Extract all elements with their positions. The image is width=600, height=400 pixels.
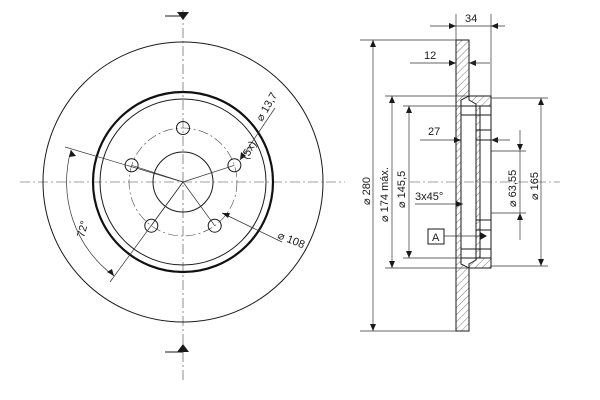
bolt-hole [207, 218, 222, 233]
outer-edge-circle [42, 41, 324, 323]
outer-diameter-label: ⌀ 280 [361, 177, 373, 205]
dim-arrow [389, 96, 395, 103]
dim-arrow [538, 98, 544, 105]
bolt-radial-line [182, 181, 215, 226]
dim-arrow [449, 60, 456, 66]
disc-thickness-label: 12 [424, 50, 436, 62]
hat-outer-diameter-label: ⌀ 145,5 [396, 171, 408, 208]
hat-depth-label: 27 [428, 126, 440, 138]
hat-diameter-label: ⌀ 165 [529, 172, 541, 200]
center-bore-diameter-label: ⌀ 63,55 [507, 170, 519, 207]
bolt-radial-line [182, 164, 235, 183]
dim-arrow [370, 40, 376, 47]
angle-arrow [69, 150, 76, 157]
dim-arrow [449, 23, 456, 29]
front-view: 72° ⌀ 13,7 (5x) ⌀ 108 [20, 10, 345, 380]
dim-arrow [538, 259, 544, 266]
dim-arrow [406, 106, 412, 113]
angle-extension-line [109, 181, 184, 283]
dim-arrow [517, 213, 523, 220]
max-diameter-label: ⌀ 174 máx. [379, 167, 391, 222]
dim-arrow [389, 261, 395, 268]
section-view: 34 12 27 3x45° A ⌀ 280 ⌀ 174 m [360, 13, 560, 332]
hat-outer-circle [99, 98, 267, 266]
bolt-hole-section [475, 219, 492, 231]
dim-arrow [406, 251, 412, 258]
angle-dimension-arc [66, 149, 115, 277]
angle-label: 72° [75, 220, 91, 239]
pitch-diameter-arrow [222, 213, 230, 218]
bolt-hole [124, 158, 139, 173]
hole-diameter-arrow [240, 152, 246, 160]
dim-arrow [517, 144, 523, 151]
bolt-hole-section [475, 129, 492, 141]
hole-diameter-leader [239, 107, 276, 161]
section-marker-bottom [177, 344, 189, 352]
pitch-circle [128, 127, 238, 237]
pitch-diameter-label: ⌀ 108 [276, 230, 306, 252]
total-thickness-label: 34 [465, 13, 477, 25]
bolt-hole [176, 121, 190, 135]
bolt-hole [227, 158, 242, 173]
chamfer-label: 3x45° [415, 191, 443, 203]
angle-extension-line [64, 146, 184, 183]
friction-ring-inner-circle [91, 90, 275, 274]
center-bore-circle [152, 151, 214, 213]
pitch-diameter-leader [221, 212, 283, 243]
disc-plate-section [455, 39, 470, 332]
dim-arrow [370, 324, 376, 331]
datum-label: A [432, 232, 440, 244]
angle-arrow [107, 269, 114, 276]
chamfer-arrow [456, 201, 463, 207]
datum-box [427, 228, 445, 245]
dim-arrow [491, 23, 498, 29]
hole-diameter-label: ⌀ 13,7 [254, 91, 280, 124]
datum-arrow [480, 232, 487, 240]
dim-arrow [454, 137, 461, 143]
bolt-hole [144, 218, 159, 233]
